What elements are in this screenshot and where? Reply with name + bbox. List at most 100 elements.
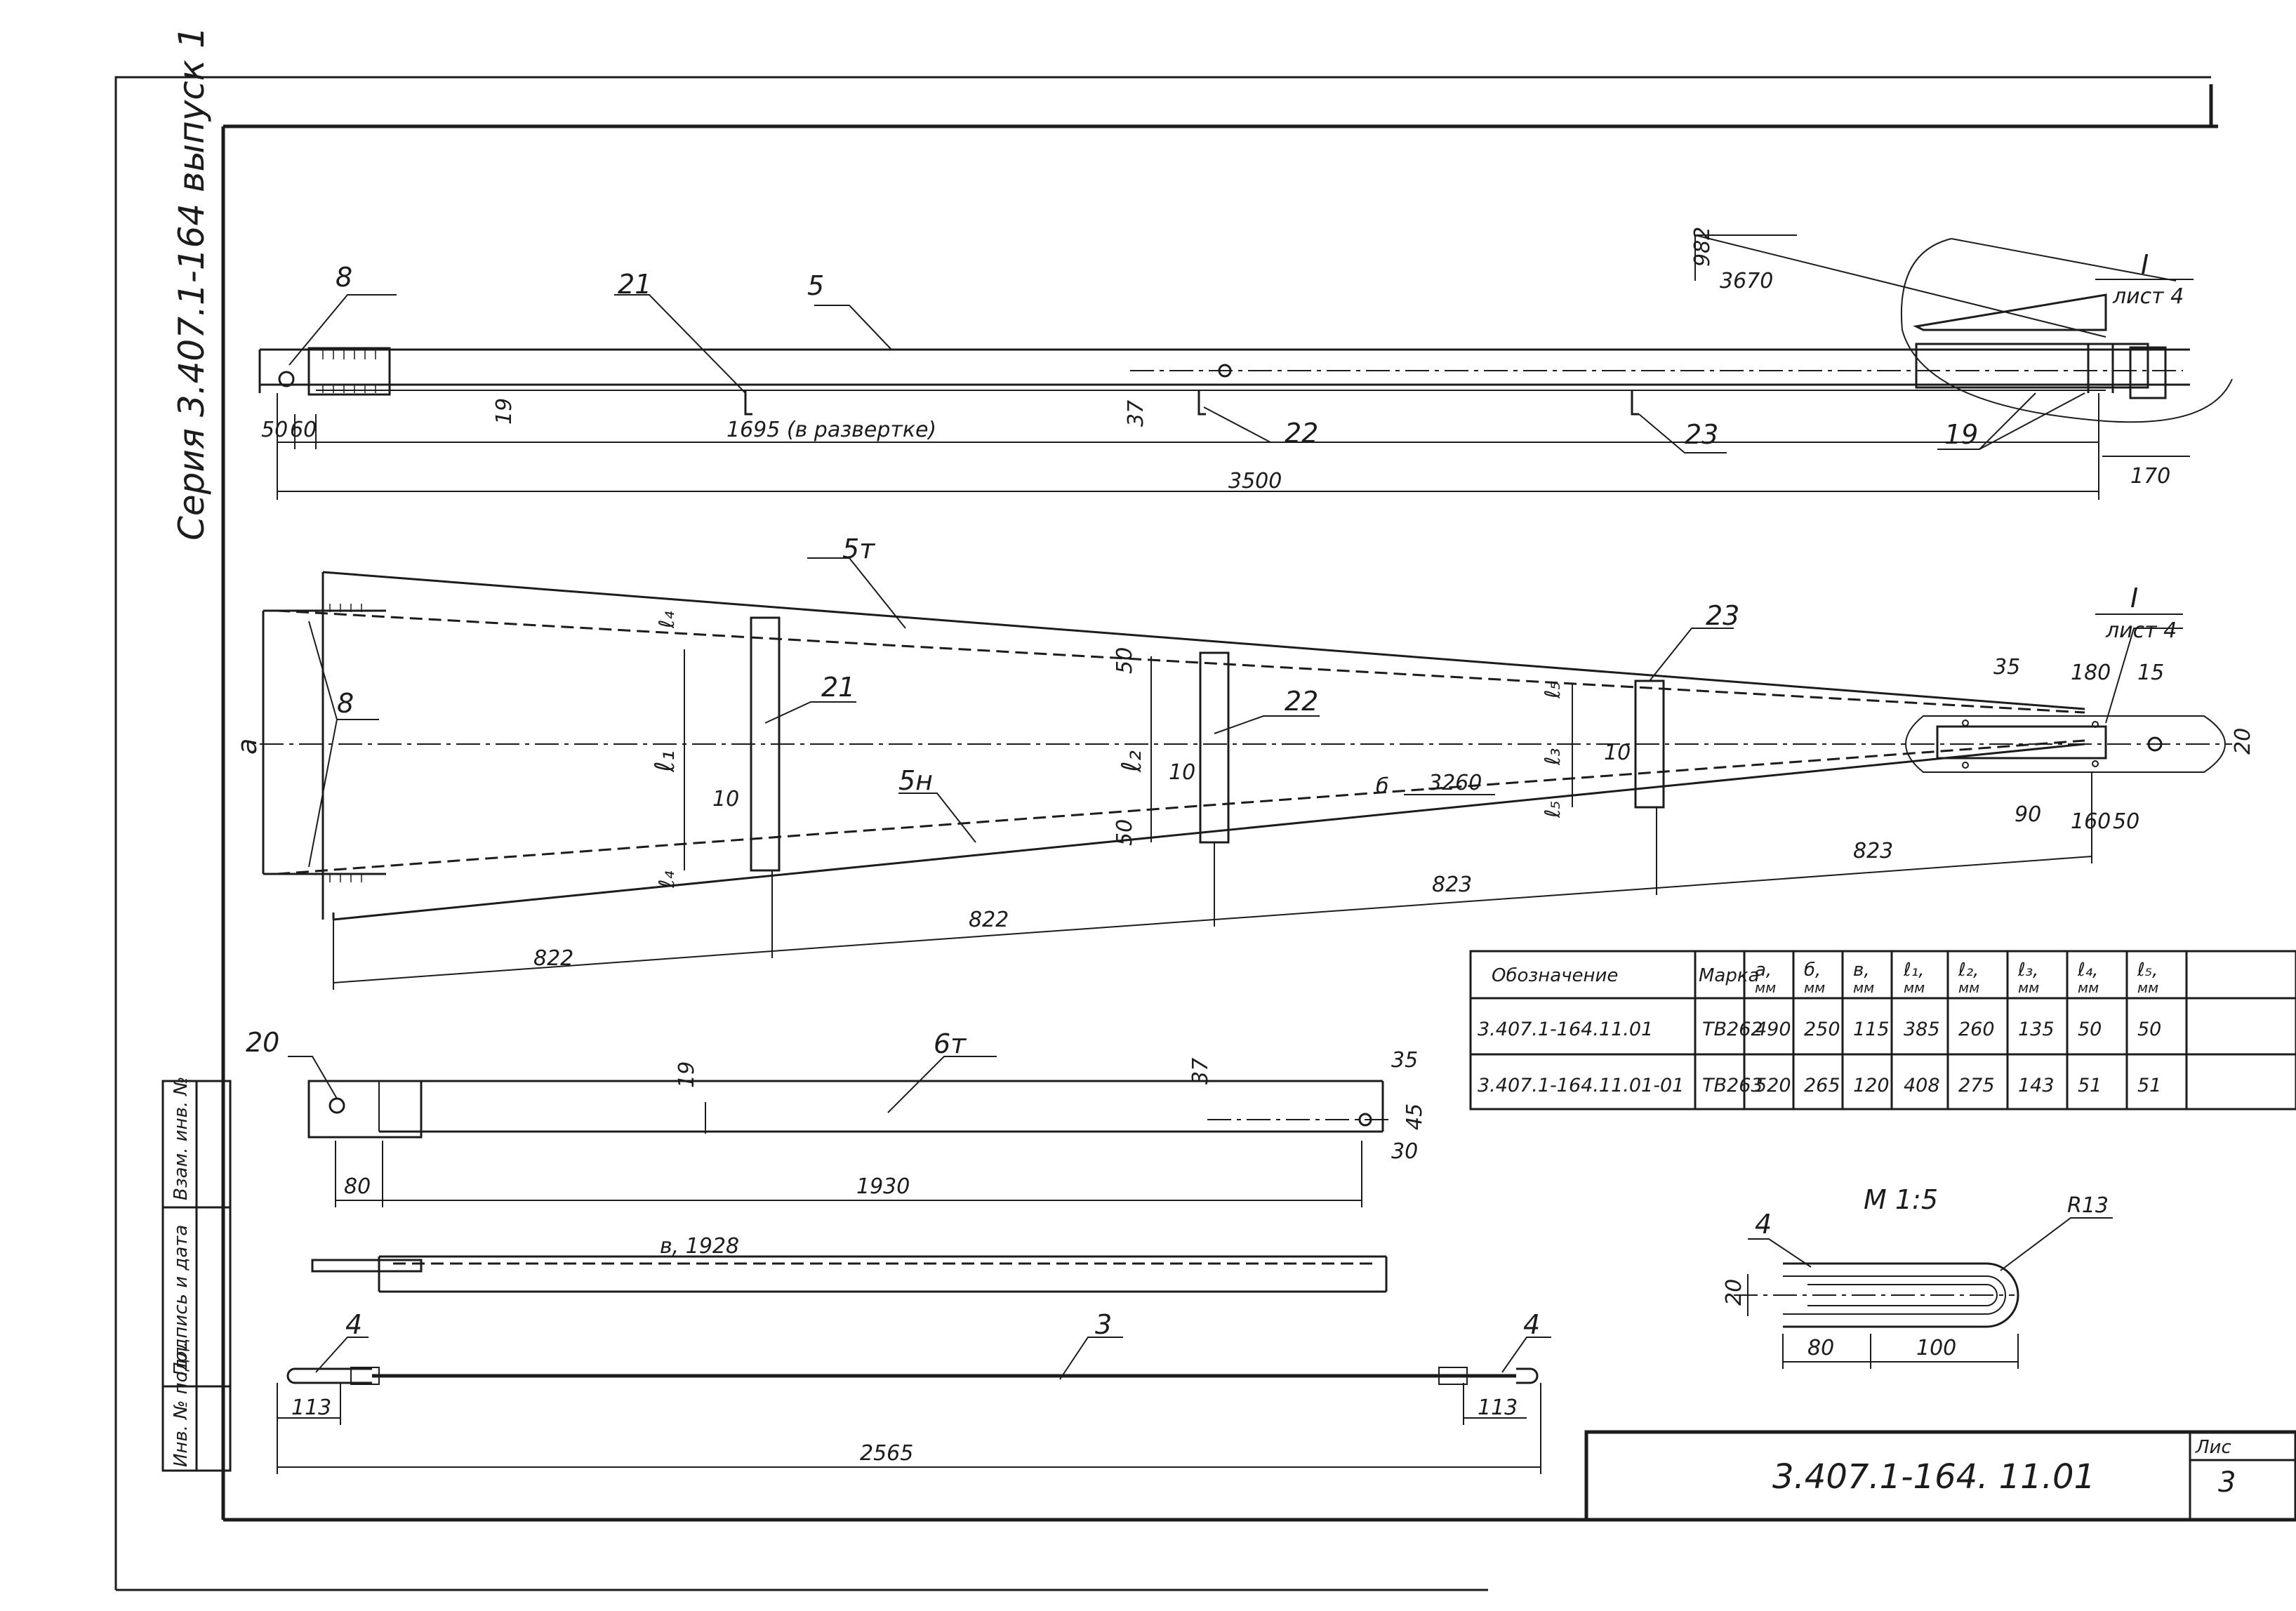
label-l2: ℓ₂ <box>1116 750 1147 773</box>
dim-1930: 1930 <box>856 1174 910 1199</box>
dim-50-b: 50 <box>1113 819 1137 846</box>
mark-5t: 5т <box>842 533 876 564</box>
dim-19-6t: 19 <box>675 1061 699 1088</box>
dim-3260: 3260 <box>1428 771 1482 795</box>
dim-37-side: 37 <box>1124 400 1148 427</box>
dim-3500: 3500 <box>1228 469 1282 493</box>
spec-table <box>1469 950 2296 1111</box>
dim-180: 180 <box>2071 661 2111 685</box>
table-header-unit-4: мм <box>1853 979 1874 996</box>
dim-10-a: 10 <box>712 787 739 811</box>
stamp-vzam: Взам. инв. № <box>171 1076 192 1200</box>
table-header-unit-2: мм <box>1755 979 1776 996</box>
table-cell-r1-c6: 275 <box>1958 1075 1995 1096</box>
label-l3: ℓ₃ <box>1541 748 1565 766</box>
detail-loop: М 1:5 4 R13 20 80 100 <box>1722 1184 2113 1369</box>
table-header-3: б, <box>1804 960 1821 981</box>
table-header-7: ℓ₃, <box>2017 960 2038 981</box>
mark-3: 3 <box>1095 1309 1112 1340</box>
dim-822-a: 822 <box>533 946 573 971</box>
dim-50-a: 50 <box>1113 647 1137 674</box>
mark-23-side: 23 <box>1685 419 1718 450</box>
view-unfolded-strip: в, 1928 <box>311 1234 1388 1293</box>
mark-8-plan: 8 <box>337 688 354 719</box>
view-plan: 5т 8 21 22 23 5н I лист 4 а ℓ₁ ℓ₂ ℓ₃ ℓ₄ … <box>232 533 2255 990</box>
table-header-2: а, <box>1755 960 1772 981</box>
dim-50-side: 50 <box>261 418 288 442</box>
dim-823-a: 823 <box>1432 873 1472 897</box>
table-header-unit-7: мм <box>2018 979 2039 996</box>
label-l5b: ℓ₅ <box>1541 801 1565 818</box>
detail-dim-80: 80 <box>1807 1336 1834 1360</box>
mark-20: 20 <box>246 1027 279 1058</box>
label-l5a: ℓ₅ <box>1541 682 1565 699</box>
mark-22-side: 22 <box>1285 418 1318 449</box>
table-header-9: ℓ₅, <box>2137 960 2158 981</box>
title-block: 3.407.1-164. 11.01 Лис 3 <box>1584 1430 2296 1522</box>
mark-19-side: 19 <box>1944 419 1978 450</box>
detail-scale: М 1:5 <box>1864 1184 1938 1215</box>
table-cell-r1-c5: 408 <box>1904 1075 1940 1096</box>
table-cell-r1-c9: 51 <box>2137 1075 2161 1096</box>
table-cell-r0-c4: 115 <box>1853 1019 1890 1040</box>
table-cell-r0-c6: 260 <box>1958 1019 1995 1040</box>
table-header-unit-8: мм <box>2078 979 2099 996</box>
dim-2565: 2565 <box>860 1441 913 1466</box>
table-cell-r1-c8: 51 <box>2078 1075 2102 1096</box>
hatch-plan-plates <box>329 604 362 882</box>
dim-45: 45 <box>1402 1103 1427 1130</box>
dim-822-b: 822 <box>969 908 1009 932</box>
label-l4a: ℓ₄ <box>655 611 679 629</box>
dim-15: 15 <box>2137 661 2164 685</box>
detail-dim-100: 100 <box>1916 1336 1956 1360</box>
hatch-left-plate <box>322 350 376 393</box>
detail-radius: R13 <box>2067 1193 2109 1218</box>
dim-3670: 3670 <box>1720 269 1773 293</box>
dim-20-plan: 20 <box>2231 728 2255 755</box>
hole-left <box>278 371 295 387</box>
side-stamp: Инв. № подл. Подпись и дата Взам. инв. № <box>161 1076 232 1472</box>
table-cell-r1-c2: 520 <box>1755 1075 1791 1096</box>
dim-35-6t: 35 <box>1391 1048 1418 1073</box>
dim-50-c: 50 <box>2113 809 2139 834</box>
table-header-unit-9: мм <box>2137 979 2158 996</box>
view-side-elevation: 8 21 5 22 23 19 I лист 4 50 60 19 37 169… <box>258 227 2233 500</box>
side-series-title: Серия 3.407.1-164 выпуск 1 <box>171 26 212 541</box>
title-code: 3.407.1-164. 11.01 <box>1772 1457 2095 1497</box>
dim-30: 30 <box>1391 1139 1418 1164</box>
table-header-5: ℓ₁, <box>1903 960 1924 981</box>
table-cell-r1-c0: 3.407.1-164.11.01-01 <box>1478 1075 1684 1096</box>
mark-4-left: 4 <box>345 1309 362 1340</box>
dim-113-left: 113 <box>291 1395 331 1420</box>
stamp-inv-podl: Инв. № подл. <box>171 1341 192 1467</box>
detail-dim-20: 20 <box>1722 1279 1746 1306</box>
table-header-0: Обозначение <box>1492 965 1618 986</box>
sheet-frame <box>114 76 2296 1591</box>
mark-23-plan: 23 <box>1706 600 1739 631</box>
mark-4-right: 4 <box>1523 1309 1540 1340</box>
title-sheet-label: Лис <box>2195 1437 2231 1458</box>
table-cell-r1-c7: 143 <box>2018 1075 2055 1096</box>
table-header-6: ℓ₂, <box>1958 960 1979 981</box>
view-tie-rod: 4 3 4 113 113 2565 <box>277 1309 1551 1474</box>
mark-21-plan: 21 <box>821 672 855 703</box>
callout-I-plan: I <box>2130 583 2138 614</box>
table-cell-r0-c1: ТВ262 <box>1702 1019 1763 1040</box>
mark-8-side: 8 <box>336 262 352 293</box>
dim-1695: 1695 (в развертке) <box>726 418 936 442</box>
table-cell-r0-c2: 490 <box>1755 1019 1791 1040</box>
mark-5n: 5н <box>898 765 933 796</box>
table-cell-r0-c5: 385 <box>1904 1019 1940 1040</box>
dim-1928: в, 1928 <box>660 1234 739 1259</box>
table-header-unit-6: мм <box>1958 979 1979 996</box>
label-b: б <box>1376 774 1389 799</box>
dim-37-6t: 37 <box>1188 1058 1213 1085</box>
mark-21-side: 21 <box>618 269 651 300</box>
table-header-unit-3: мм <box>1804 979 1825 996</box>
dim-19-side: 19 <box>492 398 517 425</box>
dim-113-right: 113 <box>1478 1395 1518 1420</box>
table-cell-r1-c4: 120 <box>1853 1075 1890 1096</box>
dim-90: 90 <box>2015 802 2041 827</box>
dim-35-plan: 35 <box>1993 655 2020 679</box>
